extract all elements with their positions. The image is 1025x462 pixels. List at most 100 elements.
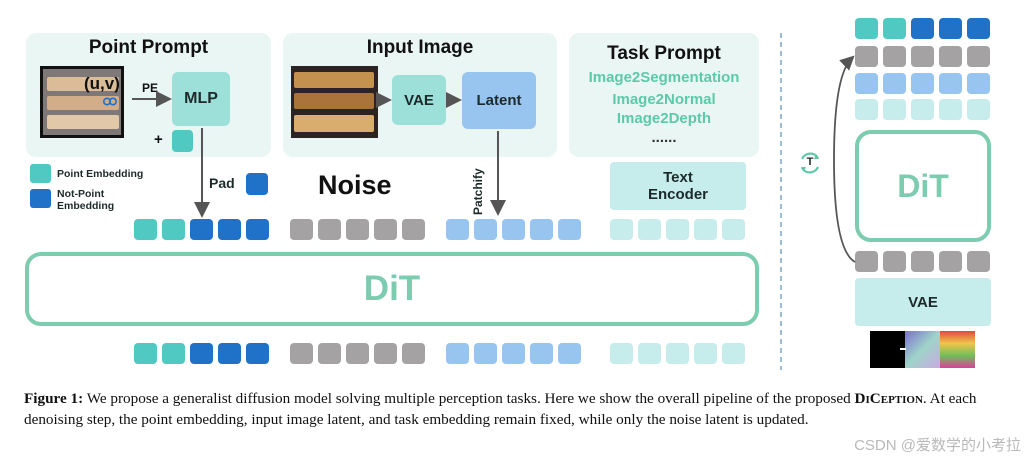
latent-box: Latent: [462, 72, 536, 129]
timestep-t-icon: T: [797, 150, 823, 176]
noise-label: Noise: [318, 170, 392, 200]
token: [190, 219, 213, 240]
token: [162, 343, 185, 364]
token: [290, 343, 313, 364]
token: [855, 18, 878, 39]
token: [939, 18, 962, 39]
csdn-watermark: CSDN @爱数学的小考拉: [854, 437, 1021, 454]
token: [610, 343, 633, 364]
token: [474, 219, 497, 240]
token: [346, 343, 369, 364]
token: [883, 99, 906, 120]
pad-token: [246, 173, 268, 195]
token: [446, 343, 469, 364]
token: [610, 219, 633, 240]
token: [162, 219, 185, 240]
token: [939, 73, 962, 94]
plus-symbol: +: [154, 131, 163, 148]
pe-label: PE: [142, 81, 159, 95]
caption-text-2: . At each denoising step, the point embe…: [24, 390, 977, 428]
token: [374, 343, 397, 364]
token: [694, 219, 717, 240]
text-encoder-line2: Encoder: [647, 186, 708, 203]
token: [134, 219, 157, 240]
token: [722, 219, 745, 240]
token: [290, 219, 313, 240]
token: [246, 343, 269, 364]
token: [911, 99, 934, 120]
vae-box: VAE: [392, 75, 446, 125]
token: [318, 343, 341, 364]
mlp-box: MLP: [172, 72, 230, 126]
token: [911, 251, 934, 272]
task-prompt-title: Task Prompt: [607, 43, 721, 64]
token: [855, 251, 878, 272]
token: [855, 73, 878, 94]
token: [446, 219, 469, 240]
token: [967, 73, 990, 94]
token: [402, 219, 425, 240]
bakery-image-point: [40, 66, 124, 138]
token: [318, 219, 341, 240]
caption-model-name: DiCeption: [854, 390, 923, 407]
token: [939, 99, 962, 120]
token: [883, 46, 906, 67]
token: [967, 46, 990, 67]
token: [883, 73, 906, 94]
task-item-depth: Image2Depth: [616, 110, 712, 127]
legend-nonpoint-label-1: Not-Point: [57, 188, 105, 200]
task-item-segmentation: Image2Segmentation: [588, 69, 740, 86]
token: [666, 343, 689, 364]
token: [402, 343, 425, 364]
token: [855, 46, 878, 67]
token: [967, 251, 990, 272]
dit-main-block: DiT: [25, 252, 759, 326]
token: [911, 18, 934, 39]
legend-point-label: Point Embedding: [57, 168, 144, 180]
input-image-title: Input Image: [366, 37, 474, 58]
caption-figure-label: Figure 1:: [24, 390, 84, 407]
point-prompt-token: [172, 130, 193, 152]
token: [374, 219, 397, 240]
token: [558, 343, 581, 364]
legend-nonpoint-swatch: [30, 189, 51, 208]
coordinate-label: (u,v): [84, 74, 120, 93]
token: [502, 219, 525, 240]
bakery-image-input: [291, 66, 378, 138]
token: [939, 46, 962, 67]
token: [967, 99, 990, 120]
caption-text-1: We propose a generalist diffusion model …: [83, 390, 855, 407]
timestep-t-label: T: [806, 156, 814, 168]
legend-point-swatch: [30, 164, 51, 183]
right-vae-box: VAE: [855, 278, 991, 326]
token: [218, 343, 241, 364]
pad-label: Pad: [209, 175, 235, 191]
legend-nonpoint-label-2: Embedding: [57, 200, 115, 212]
token: [911, 73, 934, 94]
token: [246, 219, 269, 240]
token: [638, 219, 661, 240]
output-preview-strip: [870, 331, 975, 368]
token: [666, 219, 689, 240]
token: [911, 46, 934, 67]
token: [939, 251, 962, 272]
point-prompt-title: Point Prompt: [88, 37, 209, 58]
figure-caption: Figure 1: We propose a generalist diffus…: [24, 388, 1004, 430]
token: [883, 18, 906, 39]
token: [502, 343, 525, 364]
token: [474, 343, 497, 364]
token: [190, 343, 213, 364]
token: [134, 343, 157, 364]
text-encoder-line1: Text: [663, 169, 693, 186]
token: [883, 251, 906, 272]
token: [855, 99, 878, 120]
token: [558, 219, 581, 240]
token: [722, 343, 745, 364]
dit-right-block: DiT: [855, 130, 991, 242]
token: [694, 343, 717, 364]
task-item-more: ......: [651, 129, 677, 146]
token: [638, 343, 661, 364]
task-prompt-panel: Task Prompt Image2Segmentation Image2Nor…: [569, 33, 759, 157]
